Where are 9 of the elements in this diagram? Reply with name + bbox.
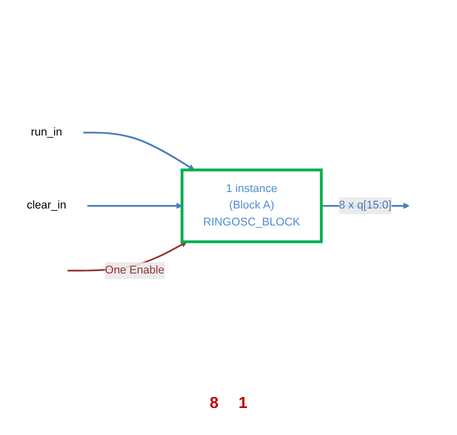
node-box: 1 instance (Block A) RINGOSC_BLOCK xyxy=(180,168,323,244)
bus-width-label: 1 xyxy=(238,395,248,413)
arrow xyxy=(87,202,182,210)
node-text: run_in xyxy=(30,126,62,138)
arrow xyxy=(83,132,195,170)
edge-label: One Enable xyxy=(104,264,164,276)
edge-label: 8 x q[15:0] xyxy=(338,200,392,212)
node-text: clear_in xyxy=(26,200,66,212)
bus-width-label: 8 xyxy=(210,395,218,413)
